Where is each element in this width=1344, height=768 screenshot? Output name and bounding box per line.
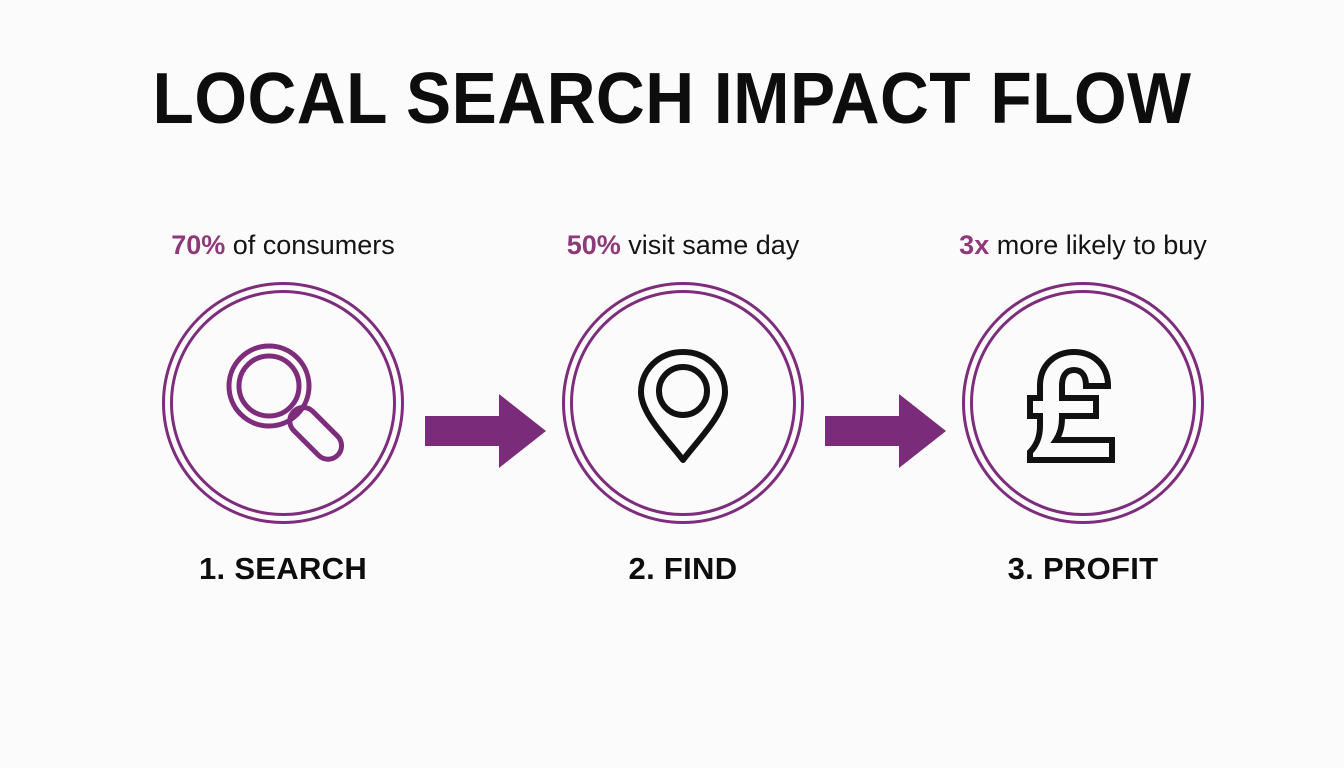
step-label-find: 2. FIND (628, 551, 738, 586)
stat-find-value: 50% (566, 230, 621, 260)
ring-inner-search (170, 290, 396, 516)
icon-circle-search (113, 279, 453, 527)
ring-outer-search (162, 282, 404, 524)
step-label-search: 1. SEARCH (198, 551, 368, 586)
ring-outer-profit (962, 282, 1204, 524)
stat-profit: 3x more likely to buy (913, 228, 1253, 262)
stat-profit-text: more likely to buy (989, 230, 1207, 260)
icon-circle-find (513, 279, 853, 527)
stat-find-text: visit same day (620, 230, 800, 260)
arrow-find-to-profit (825, 392, 947, 470)
stat-find: 50% visit same day (513, 228, 853, 262)
flow-diagram: 70% of consumers (0, 228, 1344, 628)
ring-outer-find (562, 282, 804, 524)
flow-step-find: 50% visit same day 2. FIND (513, 228, 853, 587)
arrow-search-to-find (425, 392, 547, 470)
icon-circle-profit (913, 279, 1253, 527)
magnifier-icon (208, 328, 358, 478)
page-title: LOCAL SEARCH IMPACT FLOW (152, 59, 1192, 139)
stat-search-text: of consumers (225, 230, 395, 260)
stat-search-value: 70% (171, 230, 226, 260)
stat-search: 70% of consumers (113, 228, 453, 262)
stat-profit-value: 3x (959, 230, 990, 260)
flow-step-profit: 3x more likely to buy 3. PROFIT (913, 228, 1253, 587)
map-pin-icon (608, 328, 758, 478)
ring-inner-find (570, 290, 796, 516)
step-label-profit: 3. PROFIT (1007, 551, 1159, 586)
pound-sterling-icon (1008, 328, 1158, 478)
ring-inner-profit (970, 290, 1196, 516)
flow-step-search: 70% of consumers (113, 228, 453, 587)
